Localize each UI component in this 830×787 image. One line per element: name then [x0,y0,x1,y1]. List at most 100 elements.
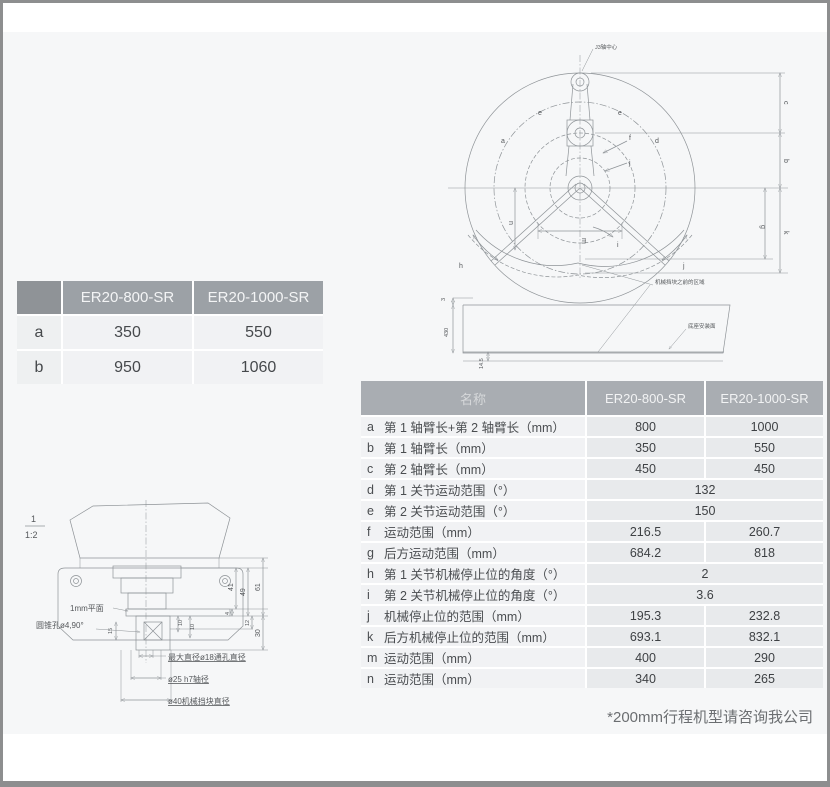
footnote: *200mm行程机型请咨询我公司 [607,709,813,726]
spec-header-er20-1000: ER20-1000-SR [706,381,823,415]
svg-text:10: 10 [190,624,196,630]
svg-text:h: h [459,263,463,270]
shaft-diameter-label: ø25 h7轴径 [168,674,209,684]
spec-header-er20-800: ER20-800-SR [587,381,704,415]
svg-text:4: 4 [225,612,231,615]
dimension-lines [515,73,788,273]
arm-extreme-positions [473,183,687,266]
arm-body [57,558,244,641]
spec-cell: 350 [587,438,704,457]
small-table-header-er20-800: ER20-800-SR [63,281,192,314]
base-mount-label: 底座安装面 [688,322,716,330]
spec-cell: 195.3 [587,606,704,625]
spec-cell: 260.7 [706,522,823,541]
svg-text:i: i [617,242,619,249]
svg-text:e: e [618,110,622,117]
scale-indicator: 1 1:2 [25,514,45,540]
spec-cell-merged: 2 [587,564,823,583]
spec-cell: 216.5 [587,522,704,541]
svg-text:j: j [682,263,685,270]
svg-text:61: 61 [255,583,262,591]
quill-shaft [112,500,231,663]
dimension-letters: c b g k a d e e f j h i j m n [459,101,789,270]
svg-text:g: g [759,225,766,229]
svg-text:430: 430 [444,328,450,337]
svg-text:12: 12 [245,620,251,626]
svg-text:41: 41 [228,583,235,591]
svg-text:15: 15 [108,628,114,634]
spec-cell: 340 [587,669,704,688]
diameter-dimensions: 最大直径ø18通孔直径 ø25 h7轴径 ø40机械挡块直径 [121,650,246,706]
small-table-row-label: a [17,316,61,349]
svg-text:c: c [782,101,789,105]
flat-callout: 1mm平面 [70,604,128,613]
svg-text:f: f [629,135,631,142]
stop-area-callout: 机械挡块之前的区域 [581,264,705,353]
svg-text:1: 1 [31,514,36,524]
base-mount-callout: 底座安装面 [669,322,716,349]
spec-cell: 693.1 [587,627,704,646]
spec-cell-merged: 132 [587,480,823,499]
spec-cell: 450 [587,459,704,478]
inner-dimensions: 15 10 10 [108,616,196,640]
axis-center-label: J3轴中心 [595,43,618,51]
spec-cell: 450 [706,459,823,478]
spec-cell-merged: 3.6 [587,585,823,604]
spec-cell: 400 [587,648,704,667]
arm-length-table: ER20-800-SR ER20-1000-SR a 350 550 b 950… [17,281,323,384]
small-table-cell: 350 [63,316,192,349]
small-table-cell: 1060 [194,351,323,384]
arm-cover-outline [69,502,231,559]
spec-header-name: 名称 [361,381,585,415]
svg-text:d: d [655,138,659,145]
base-side-view: 3 430 14.5 [441,298,731,369]
right-dimensions: 41 49 61 4 12 30 [170,558,268,650]
spec-cell: 818 [706,543,823,562]
spec-cell: 1000 [706,417,823,436]
cone-hole-callout: 圆锥孔ø4,90° [36,620,140,632]
svg-text:30: 30 [255,629,262,637]
svg-text:a: a [501,138,505,145]
cone-label: 圆锥孔ø4,90° [36,620,84,630]
spec-cell: 684.2 [587,543,704,562]
svg-text:j: j [628,160,631,167]
svg-text:k: k [782,231,789,235]
svg-text:b: b [782,159,789,163]
stop-diameter-label: ø40机械挡块直径 [168,696,230,706]
small-table-cell: 550 [194,316,323,349]
hole-diameter-label: 最大直径ø18通孔直径 [168,652,246,662]
spec-cell: 550 [706,438,823,457]
small-table-row-label: b [17,351,61,384]
flat-label: 1mm平面 [70,604,104,613]
svg-text:n: n [507,221,514,225]
spec-cell: 832.1 [706,627,823,646]
motion-range-diagram: c b g k a d e e f j h i j m n J3轴中心 3 43… [441,43,789,369]
small-table-cell: 950 [63,351,192,384]
spec-cell: 290 [706,648,823,667]
svg-text:10: 10 [178,620,184,626]
small-table-corner-cell [17,281,61,314]
axis-center-callout: J3轴中心 [581,43,618,72]
stop-area-label: 机械挡块之前的区域 [655,278,705,286]
shaft-detail-drawing: 1 1:2 41 49 [25,500,268,706]
svg-text:14.5: 14.5 [479,358,485,369]
spec-cell: 232.8 [706,606,823,625]
spec-cell: 800 [587,417,704,436]
spec-cell-merged: 150 [587,501,823,520]
spec-cell: 265 [706,669,823,688]
svg-text:3: 3 [441,298,447,301]
